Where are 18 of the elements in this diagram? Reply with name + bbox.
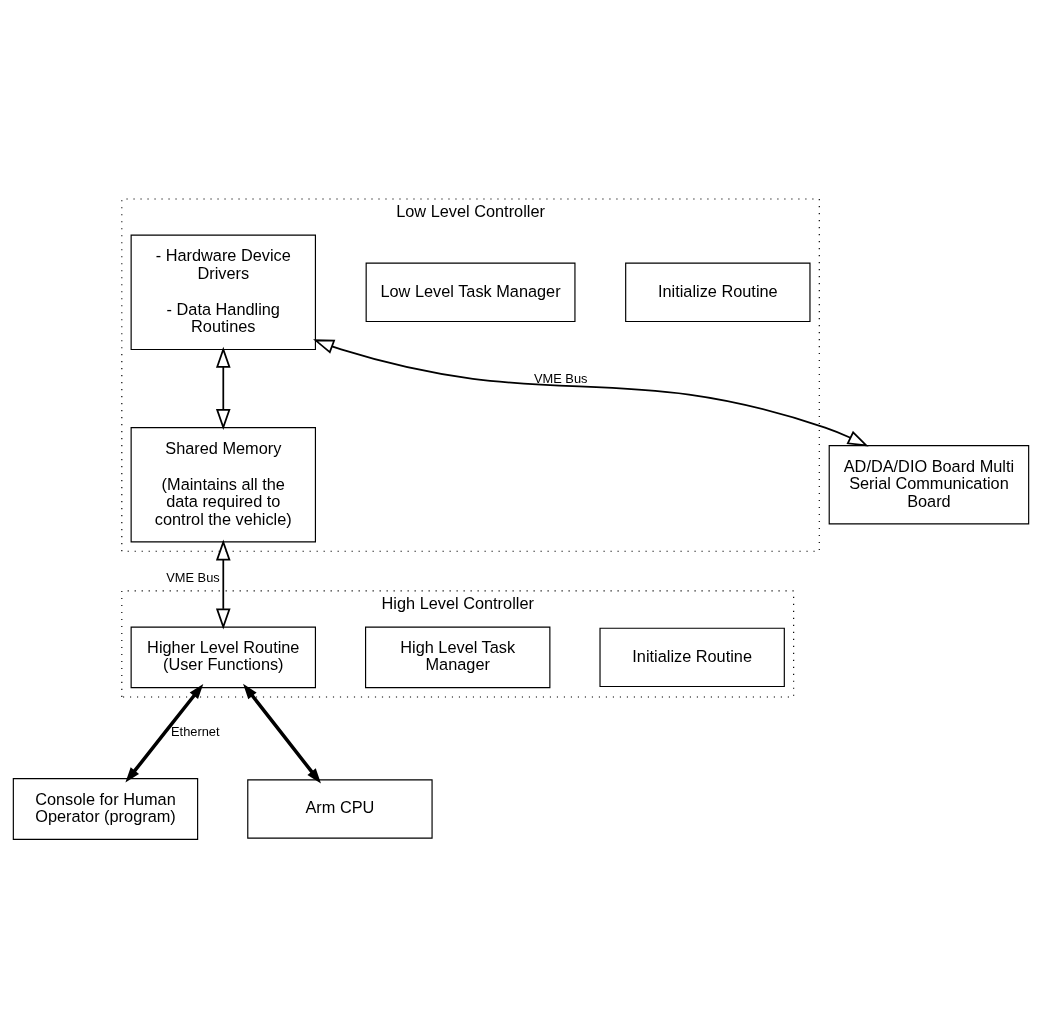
edge-label: VME Bus — [533, 371, 588, 387]
arrow — [313, 339, 869, 447]
arrow — [215, 346, 231, 430]
node-box: High Level Task Manager — [365, 626, 551, 689]
node-box: Arm CPU — [247, 779, 433, 839]
node-box: AD/DA/DIO Board Multi Serial Communication Board — [828, 445, 1030, 525]
node-box: Low Level Task Manager — [365, 262, 576, 323]
node-box: - Hardware Device Drivers - Data Handling Routines — [130, 234, 316, 351]
arrow — [243, 683, 321, 784]
arrow — [215, 539, 231, 630]
edge-label: Ethernet — [171, 724, 220, 740]
node-box: Higher Level Routine (User Functions) — [130, 626, 316, 689]
arrow — [125, 683, 204, 783]
node-box: Console for Human Operator (program) — [12, 778, 199, 840]
edge-label: VME Bus — [166, 569, 220, 585]
node-box: Initialize Routine — [599, 627, 785, 688]
node-box: Initialize Routine — [625, 262, 811, 323]
node-box: Shared Memory (Maintains all the data required to control the vehicle) — [130, 427, 316, 543]
